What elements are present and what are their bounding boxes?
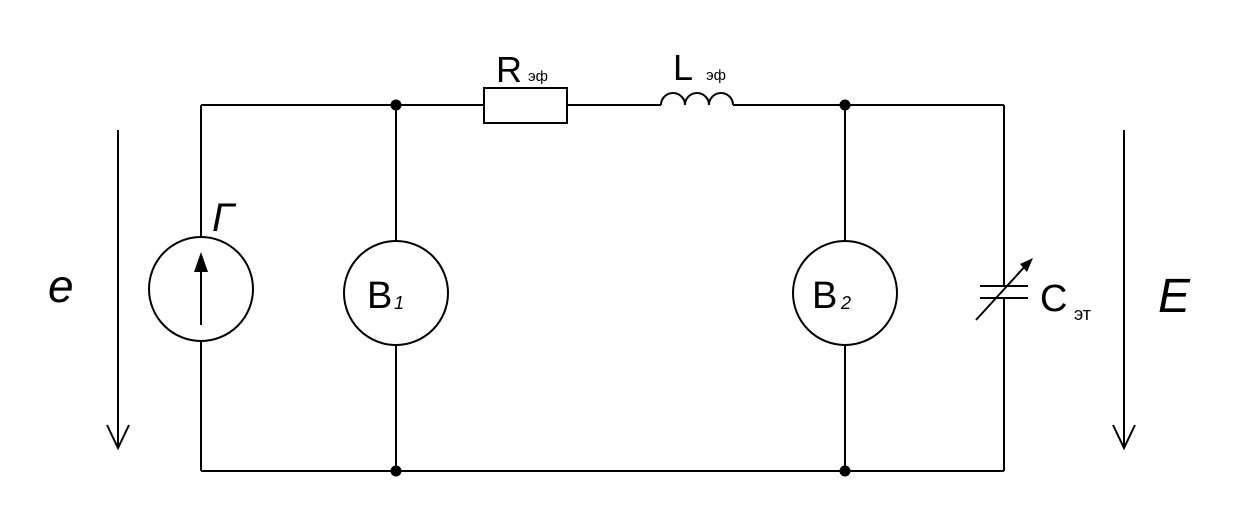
capacitor-variable-arrow [975,262,1029,321]
emf-arrow [106,130,130,451]
voltmeter2-subscript: 2 [840,293,851,313]
voltmeter-icon: B 2 [792,240,898,346]
output-voltage-label: E [1158,270,1191,323]
voltmeter1-circle [343,240,449,346]
junctions [390,99,851,477]
arrow-head [106,424,130,451]
voltmeter2-label: B [812,275,837,317]
voltmeter1-subscript: 1 [394,293,404,313]
resistor-label: R [496,49,522,90]
junction-dot [390,99,402,111]
inductor-icon [660,92,734,106]
inductor-subscript: эф [706,67,726,84]
inductor-label: L [673,47,693,88]
ac-current-source-icon [148,236,254,342]
junction-dot [839,99,851,111]
variable-capacitor-icon [975,258,1033,321]
output-voltage-arrow [1112,130,1136,451]
resistor-icon [483,87,568,124]
capacitor-arrow-head [1020,258,1033,272]
wires [200,104,1005,472]
capacitor-label: C [1040,278,1067,320]
resistor-subscript: эф [528,68,548,85]
voltmeter2-circle [792,240,898,346]
inductor-coils [660,92,734,106]
arrow-head [1112,424,1136,451]
junction-dot [839,465,851,477]
junction-dot [390,465,402,477]
generator-label: Г [212,196,237,240]
source-arrow-head [194,252,208,272]
emf-label: e [48,260,74,312]
voltmeter-icon: B 1 [343,240,449,346]
voltmeter1-label: B [367,275,392,317]
capacitor-subscript: эт [1074,304,1091,324]
resistor-body [483,87,568,124]
